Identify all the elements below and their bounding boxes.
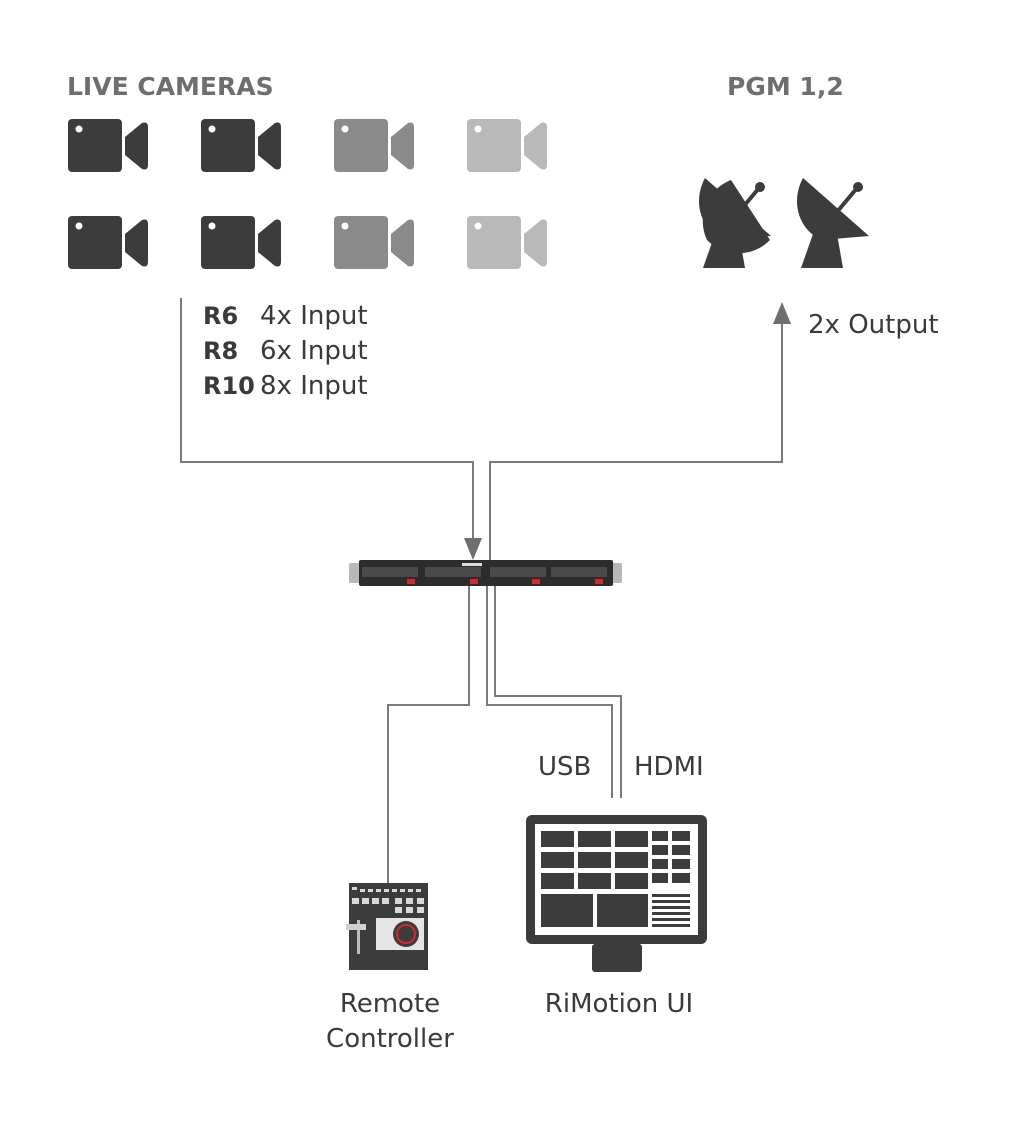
remote-label-line1: Remote [340,989,440,1019]
output-label: 2x Output [808,310,939,340]
video-camera-icon [68,119,148,172]
model-list: R6 4x Input R8 6x Input R10 8x Input [203,301,368,401]
ui-label: RiMotion UI [545,989,693,1019]
video-camera-icon [467,119,547,172]
video-camera-icon [68,216,148,269]
model-r10-inputs: 8x Input [260,371,368,401]
satellite-dish-icon [797,178,869,268]
model-r8-inputs: 6x Input [260,336,368,366]
model-r6-inputs: 4x Input [260,301,368,331]
live-cameras-title: LIVE CAMERAS [67,72,274,101]
monitor-icon [526,815,707,972]
remote-label-line2: Controller [326,1024,454,1054]
video-camera-icon [201,119,281,172]
pgm-title: PGM 1,2 [727,72,844,101]
controller-connector [387,585,470,885]
rack-server-icon [349,560,622,586]
video-camera-icon [334,119,414,172]
video-camera-icon [201,216,281,269]
remote-controller-icon [346,883,428,970]
camera-grid [68,119,547,269]
input-connector [180,298,474,540]
hdmi-connector [494,585,622,798]
usb-label: USB [538,752,591,782]
model-r8: R8 [203,337,238,365]
usb-connector [486,585,613,798]
video-camera-icon [467,216,547,269]
model-r10: R10 [203,372,255,400]
video-camera-icon [334,216,414,269]
model-r6: R6 [203,302,238,330]
output-connector [489,322,783,560]
satellite-dish-icon [699,178,771,268]
hdmi-label: HDMI [634,752,704,782]
output-arrow [773,302,791,324]
input-arrow [464,538,482,560]
